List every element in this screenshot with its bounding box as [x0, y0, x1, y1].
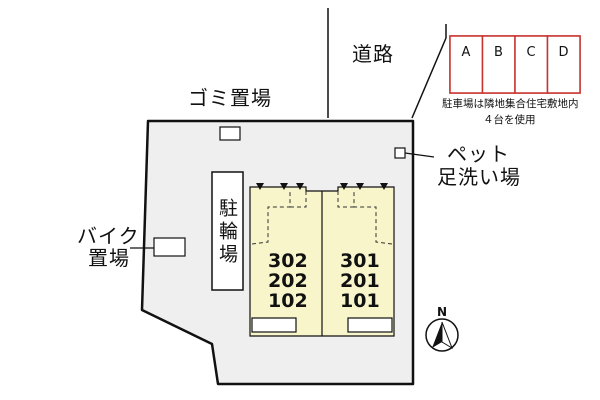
- bike-label-line2: 置場: [88, 246, 130, 270]
- stair-outline-left: [251, 191, 307, 245]
- unit-number: 201: [340, 270, 380, 292]
- garbage-spot: [219, 126, 241, 141]
- deck-left: [251, 317, 297, 333]
- entrance-marker: [280, 183, 288, 190]
- parking-slot-c: [514, 35, 549, 94]
- compass-needle-light: [441, 321, 453, 350]
- pet-wash-leader: [404, 152, 435, 158]
- parking-slot-d-label: D: [558, 45, 568, 60]
- garbage-label: ゴミ置場: [188, 86, 272, 110]
- parking-slot-d: [546, 35, 581, 94]
- compass-north-label: N: [437, 305, 447, 319]
- unit-number: 202: [268, 270, 308, 292]
- road-label: 道路: [352, 42, 394, 66]
- bicycle-parking-area: [211, 171, 244, 291]
- pet-wash-spot: [394, 147, 406, 159]
- pet-label-line1: ペット: [447, 142, 510, 166]
- unit-number: 301: [340, 250, 380, 272]
- parking-slot-a-label: A: [462, 45, 471, 60]
- bicycle-parking-label: 駐輪場: [216, 198, 238, 267]
- bike-label-line1: バイク: [77, 224, 140, 248]
- parking-slot-c-label: C: [526, 45, 535, 60]
- entrance-marker: [380, 183, 388, 190]
- unit-number: 302: [268, 250, 308, 272]
- road-line: [411, 37, 447, 119]
- pet-label-line2: 足洗い場: [437, 165, 521, 189]
- parking-slot-b: [481, 35, 516, 94]
- parking-slot-b-label: B: [494, 45, 503, 60]
- parking-note-line1: 駐車場は隣地集合住宅敷地内: [442, 98, 579, 110]
- deck-right: [347, 317, 393, 333]
- parking-note-line2: ４台を使用: [483, 114, 536, 126]
- unit-number: 101: [340, 290, 380, 312]
- entrance-marker: [296, 183, 304, 190]
- bike-parking-spot: [153, 237, 186, 257]
- compass-needle: [432, 322, 442, 348]
- entrance-marker: [256, 183, 264, 190]
- entrance-marker: [356, 183, 364, 190]
- stair-outline-right: [337, 191, 393, 245]
- unit-number: 102: [268, 290, 308, 312]
- entrance-marker: [340, 183, 348, 190]
